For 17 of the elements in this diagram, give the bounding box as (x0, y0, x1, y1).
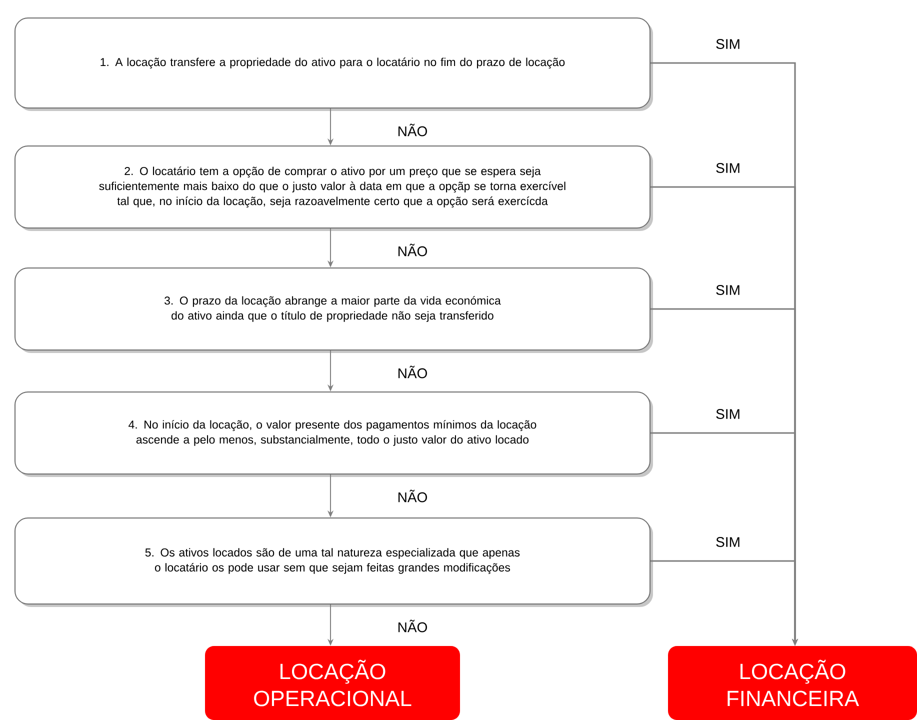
edge-label: NÃO (396, 242, 429, 258)
edge-label: SIM (714, 162, 742, 174)
edge-label: SIM (714, 284, 742, 296)
edge-label: SIM (714, 408, 742, 420)
result-box: LOCAÇÃO OPERACIONAL (205, 646, 460, 720)
edge-label: NÃO (396, 488, 429, 504)
edge-label: NÃO (396, 364, 429, 380)
edge-label: NÃO (396, 122, 429, 138)
question-box: 2. O locatário tem a opção de comprar o ativo por um preço que se espera seja suficientemente mais baixo do que o justo valor à data em que a opçãp se torna exercível tal que, no início da locação, seja razoavelmente certo que a opção será exercícda (14, 146, 650, 228)
result-box: LOCAÇÃO FINANCEIRA (668, 646, 917, 720)
question-box: 3. O prazo da locação abrange a maior parte da vida económica do ativo ainda que o título de propriedade não seja transferido (14, 268, 650, 350)
question-box: 5. Os ativos locados são de uma tal natureza especializada que apenas o locatário os pode usar sem que sejam feitas grandes modificações (14, 518, 650, 604)
edge-label: NÃO (396, 618, 429, 634)
edge-label: SIM (714, 38, 742, 50)
edge-label: SIM (714, 536, 742, 548)
question-box: 1. A locação transfere a propriedade do ativo para o locatário no fim do prazo de locação (14, 18, 650, 108)
question-box: 4. No início da locação, o valor presente dos pagamentos mínimos da locação ascende a pelo menos, substancialmente, todo o justo valor do ativo locado (14, 392, 650, 474)
